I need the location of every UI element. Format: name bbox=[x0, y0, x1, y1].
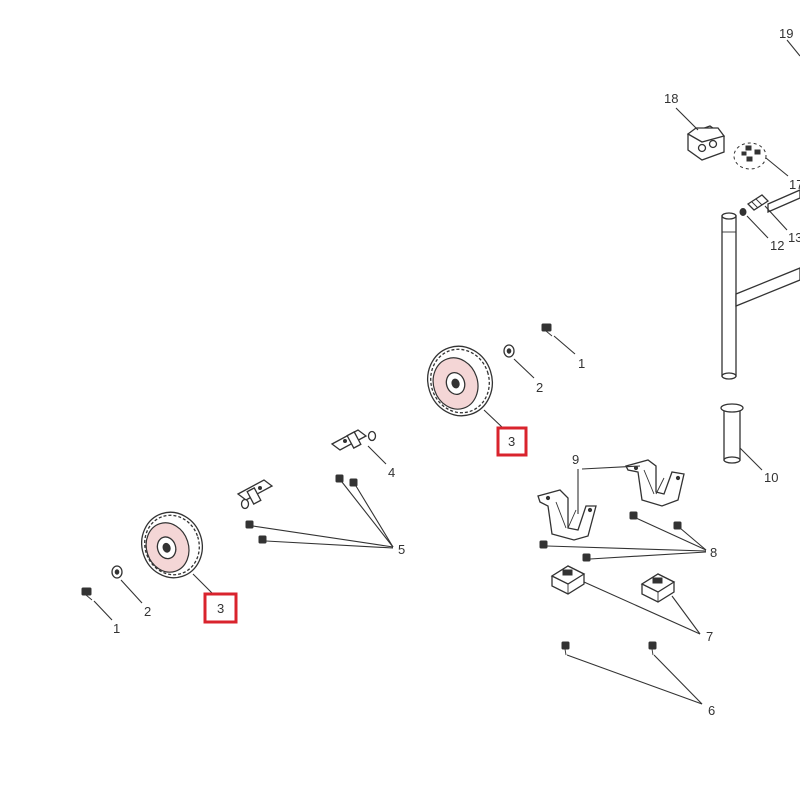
callout-axle: 4 bbox=[388, 465, 395, 480]
leader-bottom-screws bbox=[566, 654, 703, 705]
callout-hardware-bag: 17 bbox=[789, 177, 800, 192]
callout-left-bolt: 1 bbox=[113, 621, 120, 636]
callout-feet: 7 bbox=[706, 629, 713, 644]
foot-right bbox=[640, 573, 676, 603]
hinge-bracket bbox=[686, 125, 726, 161]
leader-axle-screws bbox=[252, 481, 394, 549]
callout-handle-bolt: 13 bbox=[788, 230, 800, 245]
leader-hardware-bag bbox=[765, 157, 789, 177]
highlight-box-left-wheel bbox=[203, 592, 238, 624]
handle-bolt bbox=[746, 194, 770, 211]
leader-left-wheel bbox=[192, 573, 215, 596]
leg-sleeve bbox=[720, 403, 744, 464]
leader-right-bolt bbox=[553, 335, 576, 355]
callout-top-partial: 19 bbox=[779, 26, 793, 41]
callout-small-nut: 12 bbox=[770, 238, 784, 253]
leader-left-bolt bbox=[93, 600, 113, 621]
hardware-bag bbox=[733, 142, 767, 170]
bracket-left bbox=[537, 489, 597, 541]
bracket-screws bbox=[539, 511, 682, 562]
leader-feet bbox=[583, 581, 701, 635]
leader-brackets bbox=[577, 465, 641, 514]
leader-right-wheel bbox=[483, 409, 504, 429]
callout-right-washer: 2 bbox=[536, 380, 543, 395]
leader-handle-bolt bbox=[764, 205, 788, 231]
callout-hinge-bracket: 18 bbox=[664, 91, 678, 106]
callout-leg-sleeve: 10 bbox=[764, 470, 778, 485]
bracket-right bbox=[625, 459, 685, 507]
callout-bottom-screws: 6 bbox=[708, 703, 715, 718]
left-washer bbox=[111, 565, 123, 579]
leader-left-washer bbox=[120, 579, 143, 604]
leader-bracket-screws bbox=[546, 517, 707, 560]
highlight-box-right-wheel bbox=[496, 426, 528, 457]
callout-left-wheel: 3 bbox=[217, 601, 224, 616]
small-nut bbox=[739, 208, 747, 216]
foot-left bbox=[550, 565, 586, 595]
callout-brackets: 9 bbox=[572, 452, 579, 467]
leader-leg-sleeve bbox=[739, 447, 763, 471]
axle-screws bbox=[245, 474, 358, 544]
leader-small-nut bbox=[746, 215, 769, 239]
axle bbox=[236, 429, 377, 510]
callout-bracket-screws: 8 bbox=[710, 545, 717, 560]
callout-right-wheel: 3 bbox=[508, 434, 515, 449]
bottom-screws bbox=[561, 641, 657, 656]
callout-left-washer: 2 bbox=[144, 604, 151, 619]
right-washer bbox=[503, 344, 515, 358]
callout-axle-screws: 5 bbox=[398, 542, 405, 557]
right-wheel bbox=[427, 345, 493, 417]
right-bolt bbox=[541, 323, 553, 337]
leader-axle bbox=[367, 445, 387, 465]
leader-right-washer bbox=[513, 358, 535, 379]
left-bolt bbox=[81, 587, 93, 601]
callout-right-bolt: 1 bbox=[578, 356, 585, 371]
leader-top-partial bbox=[786, 39, 800, 57]
left-wheel bbox=[141, 511, 203, 579]
leader-hinge-bracket bbox=[675, 107, 699, 131]
frame-legs bbox=[721, 189, 800, 380]
